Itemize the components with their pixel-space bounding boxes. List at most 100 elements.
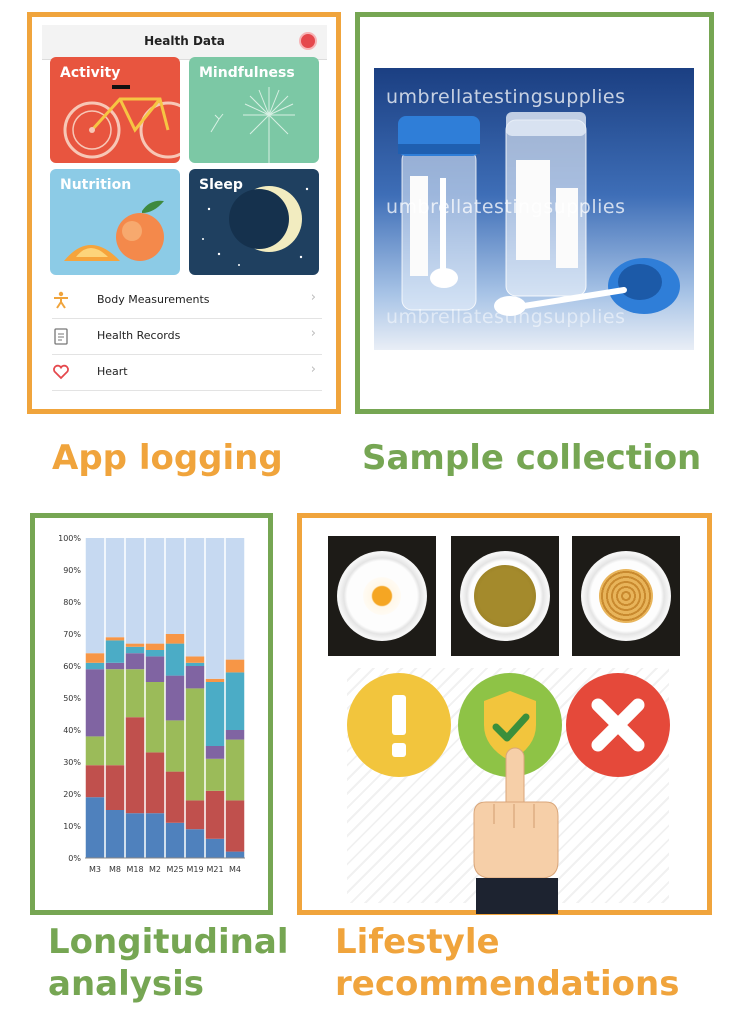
bar-segment: [205, 758, 225, 791]
bar-segment: [165, 643, 185, 676]
bar-segment: [105, 640, 125, 663]
dandelion-icon: [210, 87, 295, 163]
bar-segment: [85, 797, 105, 858]
app-title: Health Data: [144, 34, 225, 48]
health-records-label: Health Records: [97, 329, 181, 342]
chevron-right-icon: ›: [310, 326, 316, 341]
clipboard-icon: [54, 328, 68, 345]
x-tick-label: M18: [126, 865, 143, 874]
x-tick-label: M19: [186, 865, 203, 874]
y-tick-label: 40%: [63, 726, 81, 735]
sample-collection-panel: umbrellatestingsupplies umbrellatestings…: [355, 12, 714, 414]
bar-segment: [225, 659, 245, 673]
bar-segment: [185, 538, 205, 657]
bar-segment: [165, 675, 185, 721]
figure-icon: [54, 291, 68, 309]
bar-segment: [165, 771, 185, 823]
pointing-hand-icon: [473, 747, 559, 914]
caption-sample-collection: Sample collection: [362, 438, 702, 478]
x-tick-label: M21: [206, 865, 223, 874]
bar-segment: [85, 765, 105, 798]
tile-activity[interactable]: Activity: [50, 57, 180, 163]
tile-mindfulness-label: Mindfulness: [199, 65, 295, 81]
plate: [337, 551, 427, 641]
bar-segment: [85, 538, 105, 654]
y-tick-label: 20%: [63, 790, 81, 799]
bar-segment: [105, 810, 125, 858]
bar-segment: [185, 662, 205, 666]
heart-icon: [53, 364, 69, 380]
bar-segment: [205, 746, 225, 759]
exclamation-icon: [392, 695, 406, 757]
bar-segment: [165, 822, 185, 858]
bar-segment: [145, 538, 165, 644]
caption-longitudinal: Longitudinal: [48, 922, 289, 962]
bar-segment: [105, 662, 125, 670]
pasta: [599, 569, 653, 623]
y-tick-label: 60%: [63, 662, 81, 671]
peach-icon: [64, 200, 164, 261]
chevron-right-icon: ›: [310, 290, 316, 305]
y-tick-label: 90%: [63, 566, 81, 575]
bar-segment: [225, 672, 245, 730]
approve-icon: [458, 673, 562, 777]
caption-lifestyle: Lifestyle: [335, 922, 500, 962]
bar-segment: [225, 800, 245, 852]
bar-segment: [165, 634, 185, 644]
list-item-body-measurements[interactable]: Body Measurements ›: [52, 283, 322, 319]
close-icon: [591, 698, 645, 752]
bar-segment: [125, 653, 145, 670]
warning-icon: [347, 673, 451, 777]
soup: [474, 565, 536, 627]
watermark-text: umbrellatestingsupplies: [386, 196, 626, 218]
bar-segment: [225, 538, 245, 660]
moon-icon: [202, 186, 309, 266]
bar-segment: [145, 813, 165, 858]
tile-mindfulness[interactable]: Mindfulness: [189, 57, 319, 163]
caption-recommendations: recommendations: [335, 964, 680, 1004]
x-tick-label: M2: [149, 865, 161, 874]
y-tick-label: 0%: [68, 854, 81, 863]
bar-segment: [205, 678, 225, 682]
y-tick-label: 70%: [63, 630, 81, 639]
y-tick-label: 100%: [58, 534, 81, 543]
profile-icon[interactable]: [299, 32, 317, 50]
bar-segment: [85, 662, 105, 670]
fried-egg: [363, 577, 401, 615]
caption-analysis: analysis: [48, 964, 205, 1004]
bar-segment: [105, 765, 125, 810]
plate: [460, 551, 550, 641]
y-tick-label: 50%: [63, 694, 81, 703]
sample-tubes-image: [398, 112, 680, 316]
bar-segment: [225, 730, 245, 740]
bar-segment: [145, 682, 165, 753]
tile-nutrition[interactable]: Nutrition: [50, 169, 180, 275]
list-item-health-records[interactable]: Health Records ›: [52, 319, 322, 355]
sample-container-photo: umbrellatestingsupplies umbrellatestings…: [374, 68, 694, 350]
bar-segment: [185, 666, 205, 689]
bar-segment: [125, 717, 145, 814]
bar-segment: [185, 829, 205, 858]
bar-segment: [205, 682, 225, 746]
bar-segment: [125, 813, 145, 858]
reject-icon: [566, 673, 670, 777]
bar-segment: [125, 669, 145, 718]
x-tick-label: M25: [166, 865, 183, 874]
y-tick-label: 30%: [63, 758, 81, 767]
bar-segment: [165, 720, 185, 772]
list-item-heart[interactable]: Heart ›: [52, 355, 322, 391]
watermark-text: umbrellatestingsupplies: [386, 306, 626, 328]
bar-segment: [205, 838, 225, 858]
bar-segment: [125, 646, 145, 654]
tile-sleep-label: Sleep: [199, 177, 243, 193]
bar-segment: [85, 736, 105, 766]
body-measurements-label: Body Measurements: [97, 293, 210, 306]
bar-segment: [125, 538, 145, 644]
tile-sleep[interactable]: Sleep: [189, 169, 319, 275]
food-photo-egg: [328, 536, 436, 656]
shield-check-icon: [484, 691, 536, 761]
bar-segment: [145, 643, 165, 650]
bar-segment: [205, 538, 225, 679]
